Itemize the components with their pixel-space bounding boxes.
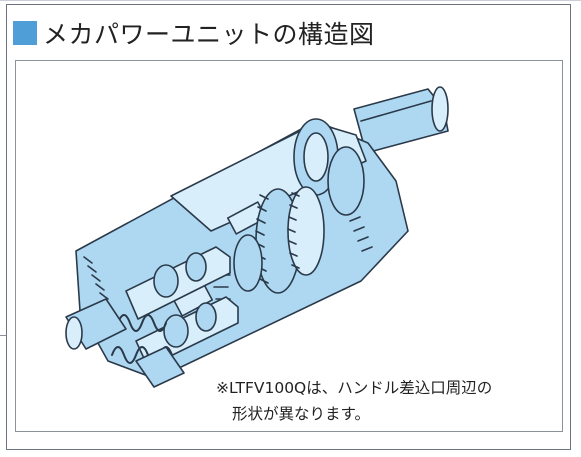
model-note: ※LTFV100Qは、ハンドル差込口周辺の 形状が異なります。	[216, 375, 492, 427]
model-note-line-2: 形状が異なります。	[232, 405, 370, 423]
end-cap	[135, 346, 185, 388]
power-unit-cutaway-illustration	[65, 86, 449, 388]
structure-diagram-panel: メカパワーユニットの構造図	[6, 4, 571, 450]
page-top-edge	[0, 0, 581, 1]
left-edge-mark	[0, 335, 6, 336]
output-shaft	[353, 86, 449, 154]
illustration-frame: ※LTFV100Qは、ハンドル差込口周辺の 形状が異なります。	[15, 60, 563, 432]
gear-train	[213, 186, 325, 300]
collars	[172, 118, 365, 317]
model-note-line-1: ※LTFV100Qは、ハンドル差込口周辺の	[216, 379, 493, 397]
input-shaft	[65, 298, 127, 350]
panel-title: メカパワーユニットの構造図	[43, 20, 375, 49]
title-bullet-square	[13, 21, 37, 45]
panel-header: メカパワーユニットの構造図	[13, 16, 375, 50]
